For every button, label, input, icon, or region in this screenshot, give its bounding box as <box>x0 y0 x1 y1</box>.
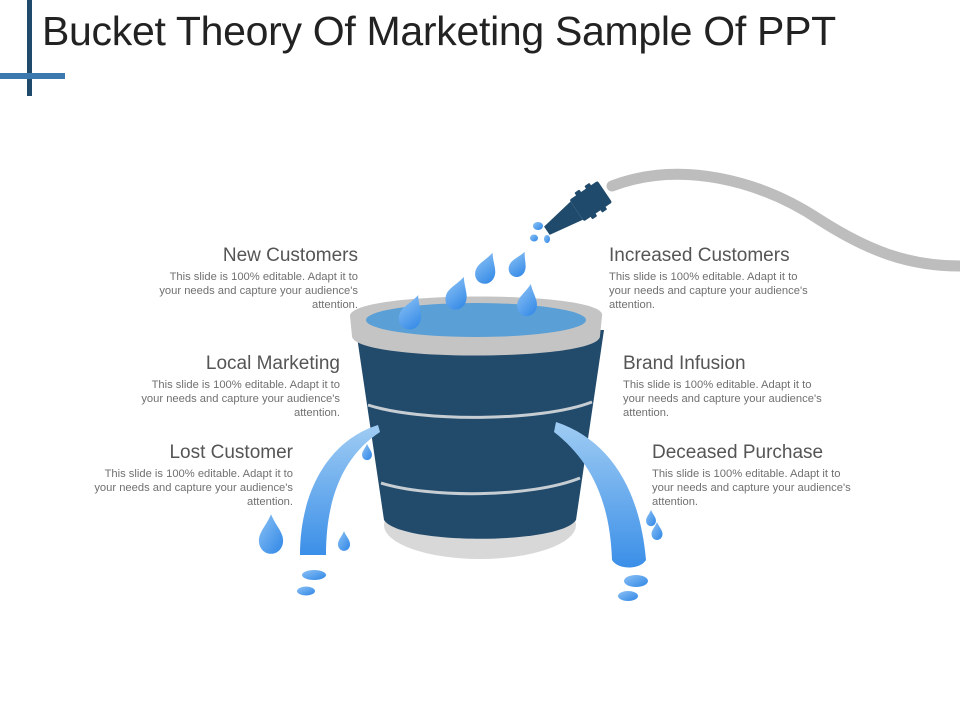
item-description: This slide is 100% editable. Adapt it to… <box>141 379 340 420</box>
slide-title: Bucket Theory Of Marketing Sample Of PPT <box>42 8 836 54</box>
leak-stream-icon <box>258 425 380 596</box>
hose-icon <box>606 168 960 272</box>
item-heading: Increased Customers <box>609 245 790 266</box>
item-new-customers: New Customers This slide is 100% editabl… <box>158 245 358 313</box>
item-heading: New Customers <box>222 245 358 266</box>
item-heading: Deceased Purchase <box>652 442 824 463</box>
item-heading: Brand Infusion <box>623 353 746 374</box>
item-description: This slide is 100% editable. Adapt it to… <box>609 271 808 312</box>
item-brand-infusion: Brand Infusion This slide is 100% editab… <box>623 353 823 421</box>
nozzle-icon <box>544 181 612 235</box>
item-description: This slide is 100% editable. Adapt it to… <box>652 468 851 509</box>
accent-horizontal-line <box>0 73 65 79</box>
item-heading: Local Marketing <box>205 353 340 374</box>
item-description: This slide is 100% editable. Adapt it to… <box>623 379 822 420</box>
item-local-marketing: Local Marketing This slide is 100% edita… <box>140 353 340 421</box>
item-deceased-purchase: Deceased Purchase This slide is 100% edi… <box>652 442 852 510</box>
item-description: This slide is 100% editable. Adapt it to… <box>94 468 293 509</box>
bucket-icon <box>356 330 604 539</box>
accent-vertical-line <box>27 0 32 96</box>
item-heading: Lost Customer <box>169 442 293 463</box>
item-description: This slide is 100% editable. Adapt it to… <box>159 271 358 312</box>
item-increased-customers: Increased Customers This slide is 100% e… <box>609 245 809 313</box>
spray-droplets <box>530 222 550 243</box>
leak-stream-icon-right <box>554 422 663 601</box>
item-lost-customer: Lost Customer This slide is 100% editabl… <box>93 442 293 510</box>
